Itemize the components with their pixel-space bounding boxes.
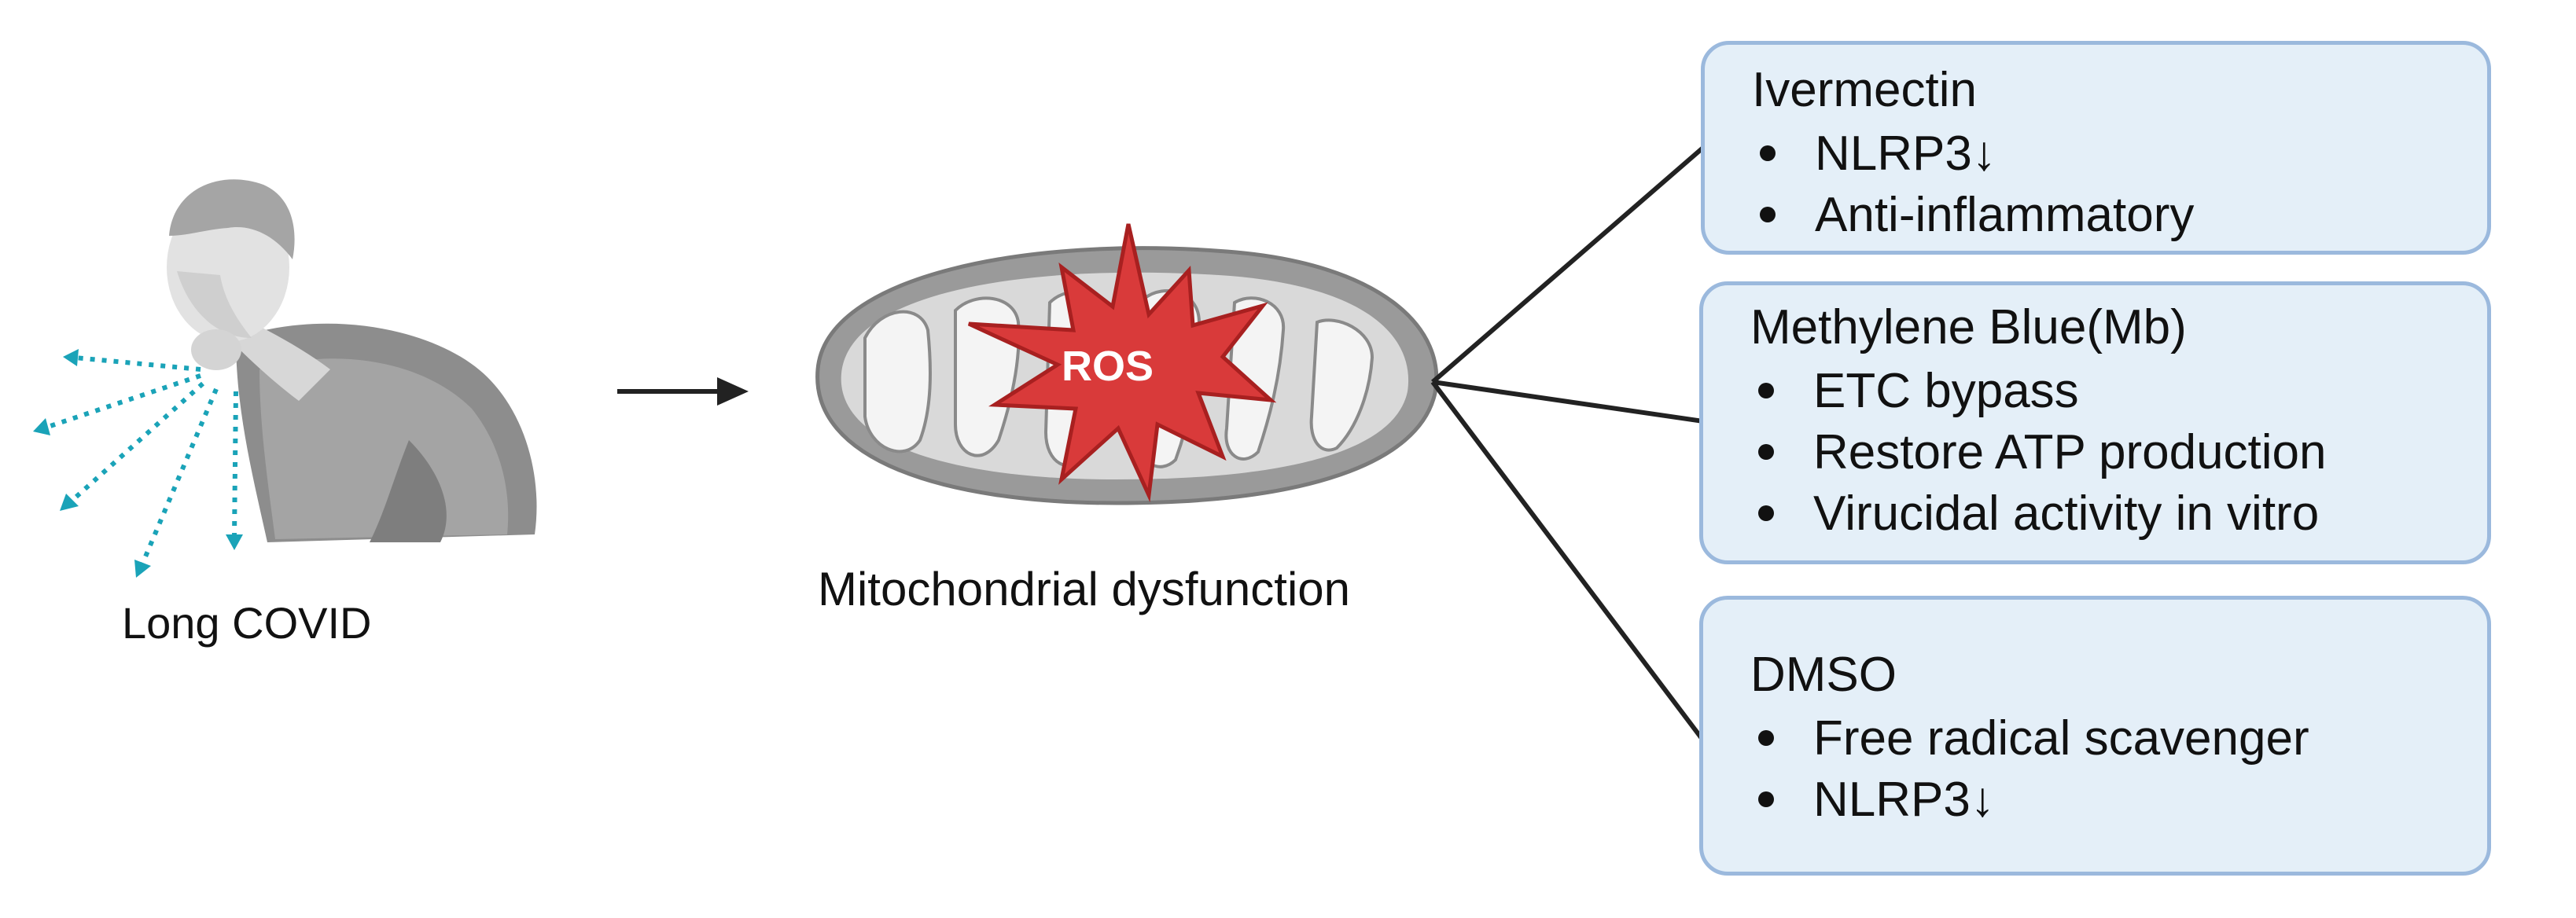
treatment-bullet: Free radical scavenger	[1750, 708, 2309, 769]
mitochondria-label: Mitochondrial dysfunction	[818, 563, 1351, 615]
treatment-bullet: NLRP3↓	[1750, 769, 2309, 831]
bullet-dot	[1758, 730, 1774, 746]
treatment-box-ivermectin: Ivermectin NLRP3↓ Anti-inflammatory	[1701, 41, 2491, 255]
treatment-bullet: Restore ATP production	[1750, 422, 2327, 483]
treatment-bullet: Virucidal activity in vitro	[1750, 483, 2327, 545]
bullet-dot	[1758, 505, 1774, 521]
ros-label: ROS	[1062, 343, 1154, 390]
treatment-title: DMSO	[1750, 648, 1897, 702]
bullet-dot	[1758, 791, 1774, 807]
bullet-dot	[1760, 207, 1776, 222]
treatment-bullet-list: NLRP3↓ Anti-inflammatory	[1752, 123, 2194, 246]
cough-arrowheads	[33, 349, 243, 578]
mitochondrion	[815, 223, 1439, 505]
treatment-bullet-list: Free radical scavenger NLRP3↓	[1750, 708, 2309, 831]
patient-label: Long COVID	[122, 598, 372, 648]
treatment-bullet: NLRP3↓	[1752, 123, 2194, 185]
patient-figure	[167, 179, 537, 542]
connector-lines	[1430, 144, 1706, 742]
treatment-bullet: ETC bypass	[1750, 361, 2327, 422]
bullet-dot	[1760, 145, 1776, 161]
flow-arrow	[617, 377, 749, 406]
bullet-dot	[1758, 383, 1774, 398]
bullet-dot	[1758, 444, 1774, 460]
treatment-box-methylene-blue: Methylene Blue(Mb) ETC bypass Restore AT…	[1699, 281, 2491, 564]
treatment-title: Methylene Blue(Mb)	[1750, 300, 2187, 354]
ros-starburst	[967, 223, 1277, 503]
cough-droplets	[42, 355, 238, 567]
treatment-bullet-list: ETC bypass Restore ATP production Viruci…	[1750, 361, 2327, 545]
treatment-box-dmso: DMSO Free radical scavenger NLRP3↓	[1699, 596, 2491, 876]
treatment-title: Ivermectin	[1752, 63, 1977, 117]
treatment-bullet: Anti-inflammatory	[1752, 185, 2194, 246]
